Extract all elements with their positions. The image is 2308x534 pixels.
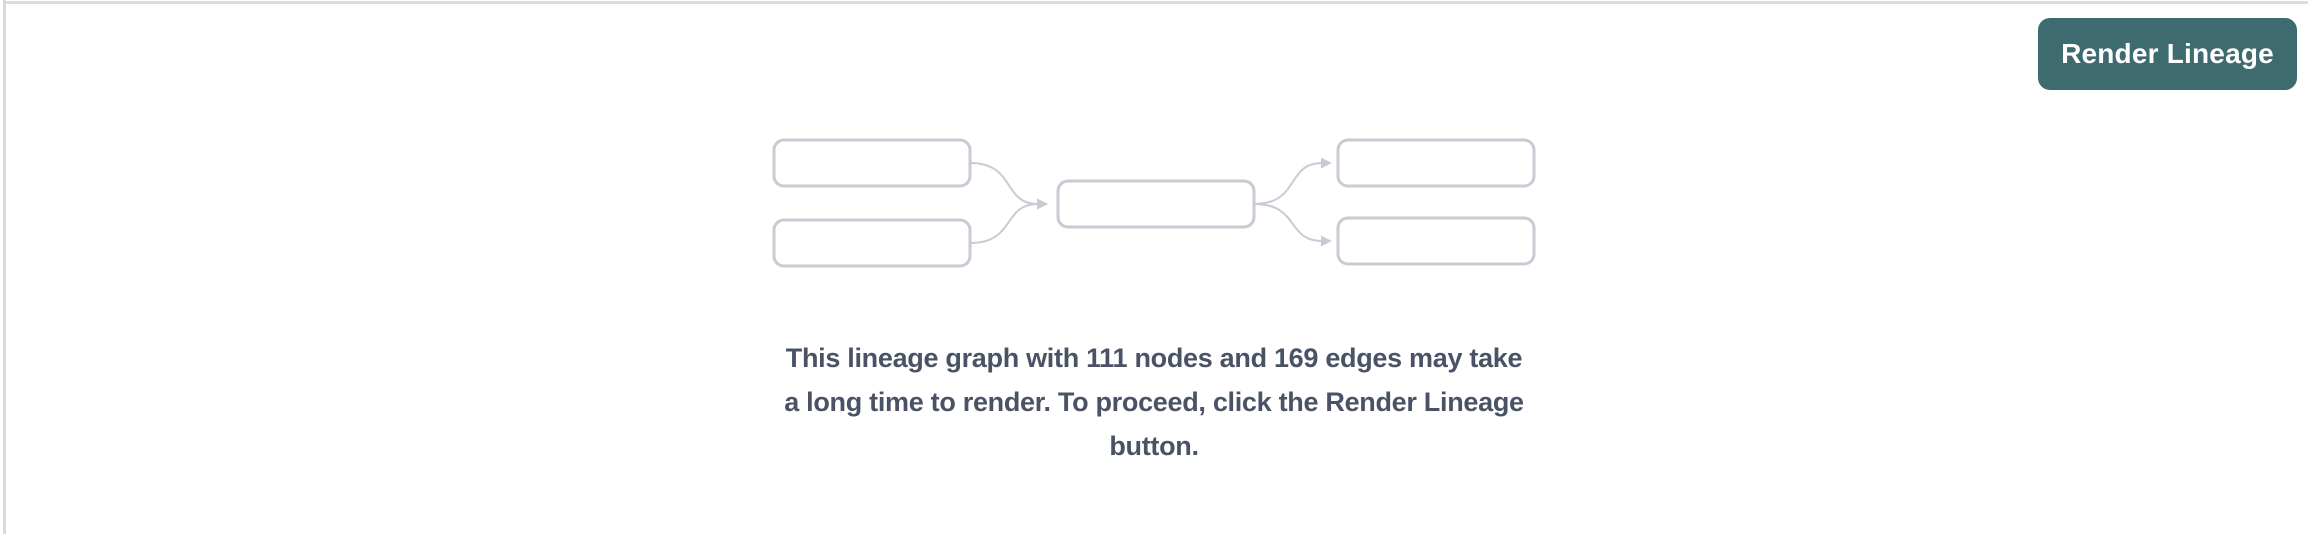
render-warning-line: a long time to render. To proceed, click…: [784, 387, 1524, 417]
placeholder-node: [1336, 138, 1536, 188]
placeholder-edge: [1253, 157, 1332, 205]
placeholder-node: [772, 138, 972, 188]
left-panel-divider: [3, 0, 6, 534]
render-lineage-button[interactable]: Render Lineage: [2038, 18, 2297, 90]
placeholder-node: [772, 218, 972, 268]
placeholder-edge: [969, 162, 1048, 210]
render-warning-line: button.: [1109, 431, 1199, 461]
placeholder-edge: [1253, 203, 1332, 247]
top-divider: [6, 1, 2308, 4]
render-warning-text: This lineage graph with 111 nodes and 16…: [724, 336, 1584, 468]
render-lineage-button-label: Render Lineage: [2061, 38, 2274, 69]
placeholder-node: [1336, 216, 1536, 266]
render-warning-line: This lineage graph with 111 nodes and 16…: [785, 343, 1523, 373]
lineage-graph-placeholder-icon: [772, 138, 1536, 268]
placeholder-edge: [969, 198, 1048, 244]
placeholder-node: [1056, 179, 1256, 229]
lineage-placeholder-graphic: [770, 136, 1538, 268]
